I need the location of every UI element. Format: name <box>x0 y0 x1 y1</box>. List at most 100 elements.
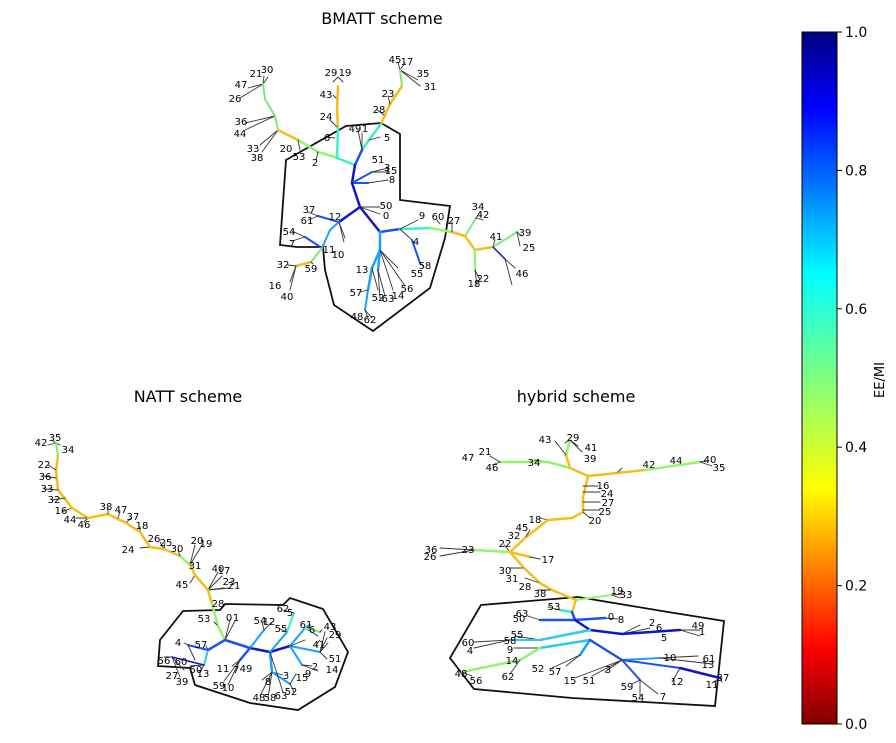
network-edge <box>289 265 297 291</box>
node-label: 22 <box>38 460 51 471</box>
network-edge <box>475 217 484 221</box>
node-label: 25 <box>160 538 173 549</box>
node-label: 19 <box>611 586 624 597</box>
node-label: 26 <box>229 94 242 105</box>
network-edge <box>261 621 265 631</box>
network-edge <box>621 659 681 669</box>
network-edge <box>581 474 590 499</box>
network-edge <box>335 156 357 167</box>
node-label: 59 <box>305 264 318 275</box>
network-edge <box>279 628 288 633</box>
node-label: 2 <box>649 618 655 629</box>
node-label: 45 <box>176 580 189 591</box>
network-edge <box>546 516 574 522</box>
network-edge <box>357 129 363 151</box>
node-label: 14 <box>506 656 519 667</box>
network-edge <box>289 627 306 647</box>
network-edge <box>364 289 369 311</box>
network-edge <box>106 512 128 525</box>
network-edge <box>319 637 328 653</box>
network-edge <box>259 129 279 146</box>
node-label: 54 <box>632 693 645 704</box>
node-label: 53 <box>293 152 306 163</box>
node-label: 0 <box>226 613 232 624</box>
node-label: 11 <box>217 664 230 675</box>
network-edge <box>61 507 73 513</box>
node-label: 36 <box>235 117 248 128</box>
network-edge <box>319 651 328 660</box>
node-label: 34 <box>62 445 75 456</box>
network-edge <box>359 206 381 215</box>
network-edge <box>286 612 295 633</box>
node-label: 32 <box>277 260 290 271</box>
network-edge <box>368 136 381 141</box>
network-edge <box>371 267 379 291</box>
network-edge <box>551 654 581 669</box>
network-edge <box>206 638 227 652</box>
node-label: 34 <box>528 458 541 469</box>
node-label: 40 <box>212 564 225 575</box>
network-edge <box>224 619 231 641</box>
node-label: 40 <box>704 455 717 466</box>
panel-title-hybrid: hybrid scheme <box>517 387 636 406</box>
network-edge <box>508 550 532 559</box>
network-edges <box>43 61 723 699</box>
colorbar-tick-label: 0.6 <box>845 302 867 318</box>
network-edge <box>187 644 209 651</box>
node-label: 6 <box>324 133 330 144</box>
node-label: 57 <box>549 667 562 678</box>
network-edge <box>611 594 621 599</box>
network-edge <box>54 454 60 472</box>
network-edge <box>388 84 404 106</box>
node-label: 51 <box>329 654 342 665</box>
network-edge <box>183 642 189 646</box>
node-label: 15 <box>385 166 398 177</box>
network-edge <box>639 679 659 695</box>
node-label: 25 <box>523 243 536 254</box>
network-edge <box>509 659 521 675</box>
node-label: 19 <box>200 539 213 550</box>
network-edge <box>171 656 185 671</box>
network-edge <box>522 566 542 585</box>
network-edge <box>439 547 475 551</box>
network-edge <box>248 646 272 654</box>
network-edge <box>367 179 389 184</box>
network-edge <box>398 226 432 231</box>
node-label: 36 <box>39 472 52 483</box>
node-label: 46 <box>486 463 499 474</box>
network-edge <box>518 646 542 662</box>
network-edge <box>268 650 274 674</box>
network-edge <box>379 249 406 287</box>
network-edge <box>86 512 110 520</box>
network-edge <box>159 541 165 550</box>
network-edge <box>124 521 142 534</box>
network-edge <box>206 588 214 606</box>
node-label: 56 <box>158 656 171 667</box>
node-label: 14 <box>326 665 339 676</box>
node-label: 25 <box>599 507 612 518</box>
node-label: 4 <box>413 237 419 248</box>
network-edge <box>376 248 382 272</box>
network-edge <box>575 594 613 601</box>
network-edge <box>508 550 526 570</box>
network-edge <box>550 588 578 602</box>
node-label: 48 <box>455 669 468 680</box>
network-edge <box>274 115 279 131</box>
network-edge <box>379 249 399 269</box>
node-label: 56 <box>470 676 483 687</box>
network-edge <box>238 646 252 662</box>
node-label: 20 <box>280 144 293 155</box>
node-label: 53 <box>548 602 561 613</box>
node-label: 2 <box>312 158 318 169</box>
node-label: 21 <box>250 69 263 80</box>
node-label: 14 <box>392 291 405 302</box>
network-edge <box>360 138 371 152</box>
network-edge <box>491 461 501 466</box>
node-label: 61 <box>301 216 314 227</box>
network-edge <box>210 602 220 628</box>
network-edge <box>711 677 721 684</box>
network-edge <box>379 249 394 291</box>
network-edge <box>43 488 59 491</box>
network-edge <box>578 638 592 657</box>
colorbar-tick-label: 0.0 <box>845 717 867 733</box>
